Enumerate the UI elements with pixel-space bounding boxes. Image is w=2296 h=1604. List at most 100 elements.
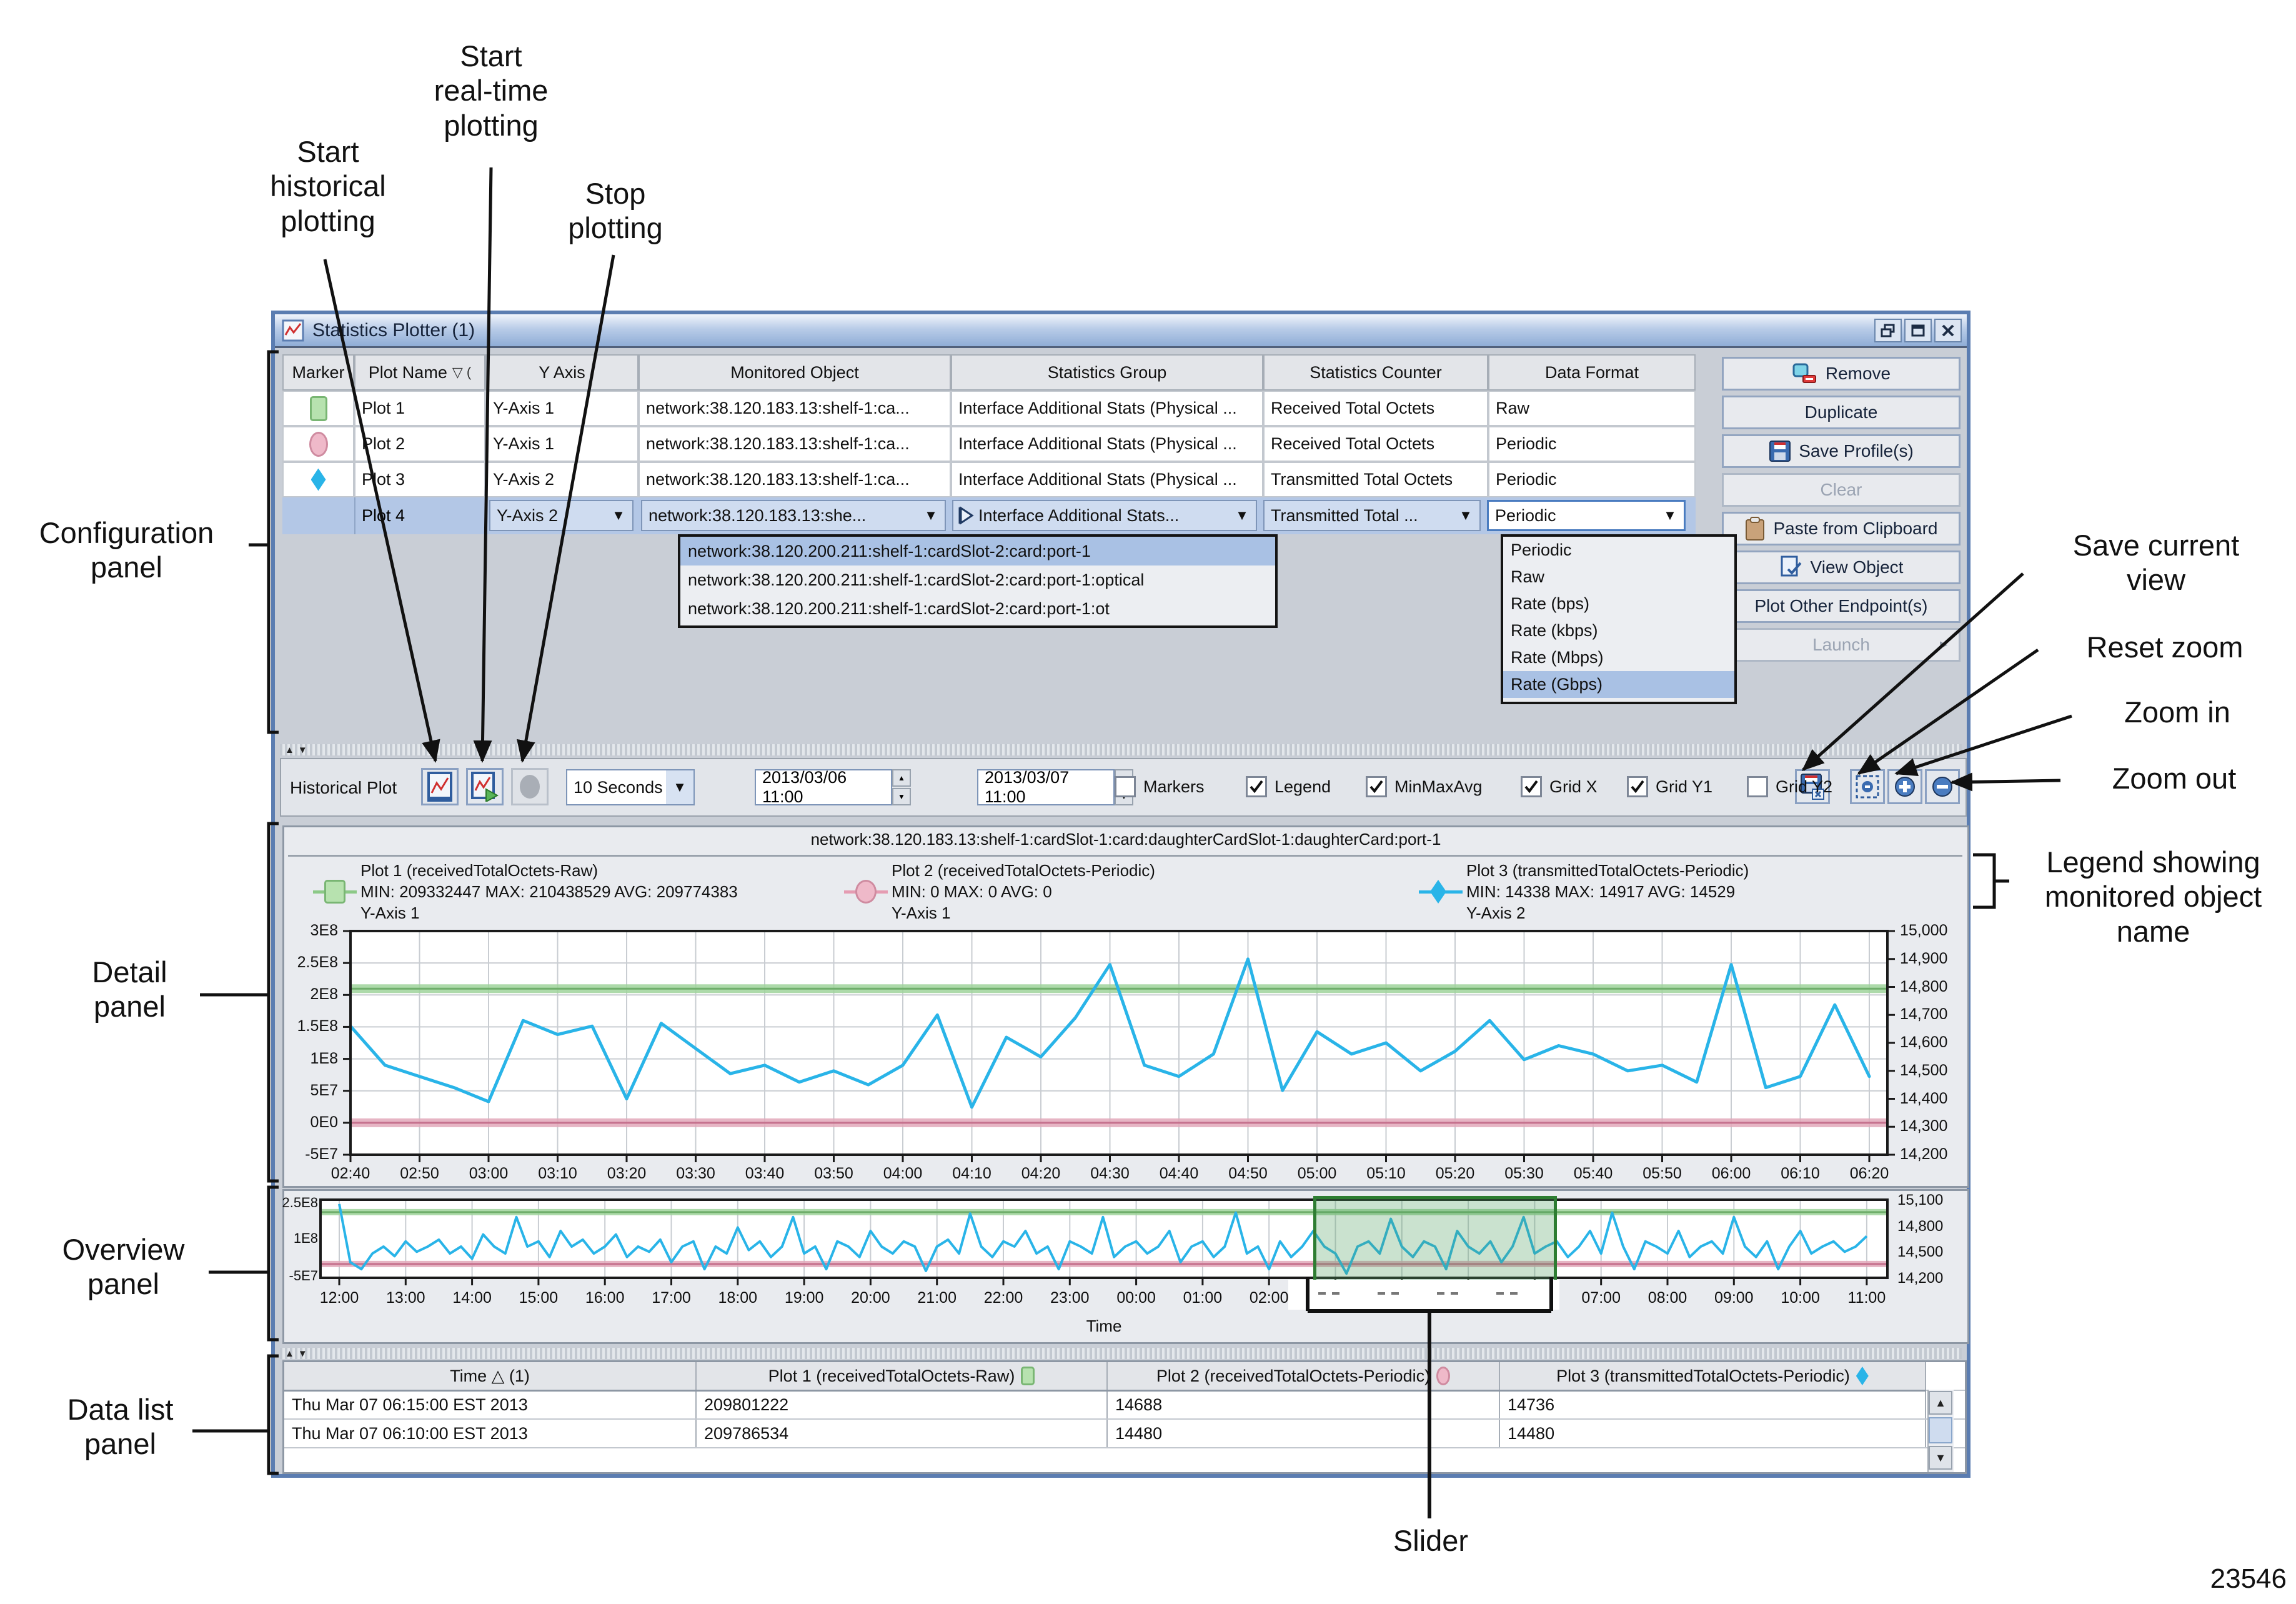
detail-chart[interactable] (343, 930, 1906, 1167)
start-time-field[interactable]: 2013/03/06 11:00 (755, 768, 892, 806)
combo-arrow-icon[interactable]: ▼ (924, 507, 938, 523)
column-header-monitored-object[interactable]: Monitored Object (639, 354, 951, 391)
combo-arrow-icon[interactable]: ▼ (1459, 507, 1473, 523)
column-header-data-format[interactable]: Data Format (1488, 354, 1696, 391)
dropdown-item[interactable]: Raw (1511, 567, 1545, 586)
data-format-select[interactable]: Periodic▼ (1487, 500, 1686, 531)
launch-button: Launch ► (1722, 628, 1961, 662)
combo-arrow-icon[interactable]: ▼ (1663, 507, 1677, 523)
checkbox-box[interactable] (1747, 776, 1768, 797)
checkbox-grid-x[interactable]: Grid X (1521, 774, 1598, 799)
window-close-icon[interactable] (1934, 319, 1962, 342)
overview-chart[interactable] (319, 1198, 1889, 1288)
zoom-out-button[interactable] (1925, 769, 1960, 804)
dropdown-item[interactable]: Periodic (1511, 540, 1572, 559)
splitter-overview[interactable]: ▲ ▼ (280, 1348, 1962, 1359)
column-header-statistics-group[interactable]: Statistics Group (951, 354, 1263, 391)
scroll-up-button[interactable]: ▲ (1929, 1391, 1952, 1415)
data-list-column-header[interactable]: Time △ (1) (284, 1362, 697, 1390)
column-header-y-axis[interactable]: Y Axis (485, 354, 639, 391)
duplicate-button[interactable]: Duplicate (1722, 396, 1961, 429)
title-bar[interactable]: Statistics Plotter (1) (275, 314, 1967, 348)
checkbox-grid-y2[interactable]: Grid Y2 (1747, 774, 1832, 799)
window-maximize-icon[interactable] (1904, 319, 1932, 342)
y-right-tick: 14,800 (1897, 1217, 1944, 1235)
plot-other-endpoint-s--button[interactable]: Plot Other Endpoint(s) (1722, 589, 1961, 623)
statistics-counter-select[interactable]: Transmitted Total ...▼ (1263, 500, 1481, 531)
checkbox-grid-y1[interactable]: Grid Y1 (1627, 774, 1712, 799)
reset-zoom-button[interactable] (1850, 769, 1885, 804)
launch-arrow-icon: ► (1937, 637, 1950, 652)
checkbox-legend[interactable]: Legend (1246, 774, 1331, 799)
start-historical-plot-button[interactable] (421, 768, 459, 805)
x-tick: 20:00 (851, 1289, 890, 1307)
cell: Received Total Octets (1263, 426, 1488, 462)
y-left-tick: -5E7 (305, 1145, 338, 1163)
x-tick: 07:00 (1581, 1289, 1621, 1307)
monitored-object-select[interactable]: network:38.120.183.13:she...▼ (641, 500, 946, 531)
dropdown-item[interactable]: Rate (bps) (1511, 594, 1590, 613)
slider-window[interactable] (1313, 1196, 1557, 1283)
start-realtime-plot-button[interactable] (466, 768, 504, 805)
data-list-column-header[interactable]: Plot 1 (receivedTotalOctets-Raw) (697, 1362, 1108, 1390)
paste-from-clipboard-button[interactable]: Paste from Clipboard (1722, 512, 1961, 545)
legend-marker (1419, 880, 1463, 905)
splitter-down-icon[interactable]: ▼ (297, 744, 307, 755)
legend-marker (844, 880, 888, 905)
x-tick: 03:30 (676, 1165, 715, 1182)
data-list-column-header[interactable]: Plot 2 (receivedTotalOctets-Periodic) (1108, 1362, 1500, 1390)
dropdown-item[interactable]: Rate (kbps) (1511, 621, 1598, 640)
x-tick: 05:30 (1504, 1165, 1544, 1182)
data-list-cell: Thu Mar 07 06:15:00 EST 2013 (284, 1391, 697, 1418)
splitter-config[interactable]: ▲ ▼ (280, 744, 1962, 755)
remove-button[interactable]: Remove (1722, 357, 1961, 391)
view-object-button[interactable]: View Object (1722, 550, 1961, 584)
column-header-marker[interactable]: Marker (282, 354, 354, 391)
dropdown-item[interactable]: Rate (Gbps) (1503, 671, 1734, 698)
y-right-tick: 14,500 (1900, 1061, 1948, 1079)
interval-select[interactable]: 10 Seconds ▼ (566, 769, 695, 805)
zoom-in-button[interactable] (1887, 769, 1922, 804)
statistics-group-select[interactable]: Interface Additional Stats...▼ (952, 500, 1257, 531)
combo-arrow-icon[interactable]: ▼ (612, 507, 625, 523)
scroll-down-button[interactable]: ▼ (1929, 1446, 1952, 1470)
column-header-statistics-counter[interactable]: Statistics Counter (1263, 354, 1488, 391)
splitter-down-icon[interactable]: ▼ (297, 1348, 307, 1359)
sort-indicator-icon[interactable]: ▽ ( (452, 364, 472, 380)
save-profile-s--button[interactable]: Save Profile(s) (1722, 434, 1961, 468)
scrollbar-thumb[interactable] (1929, 1417, 1952, 1443)
combo-arrow-icon[interactable]: ▼ (1235, 507, 1249, 523)
dropdown-item[interactable]: network:38.120.200.211:shelf-1:cardSlot-… (680, 537, 1275, 565)
checkbox-markers[interactable]: Markers (1115, 774, 1205, 799)
checkbox-box[interactable] (1627, 776, 1648, 797)
checkbox-box[interactable] (1246, 776, 1267, 797)
checkbox-box[interactable] (1366, 776, 1387, 797)
end-time-field[interactable]: 2013/03/07 11:00 (977, 768, 1115, 806)
y-axis-select[interactable]: Y-Axis 2▼ (489, 500, 634, 531)
checkbox-box[interactable] (1115, 776, 1136, 797)
start-time-spinner[interactable]: ▲ ▼ (892, 769, 911, 805)
dropdown-item[interactable]: Rate (Mbps) (1511, 648, 1604, 667)
checkbox-label: Grid Y2 (1776, 777, 1833, 796)
dropdown-item[interactable]: network:38.120.200.211:shelf-1:cardSlot-… (688, 570, 1145, 589)
stop-plot-button[interactable] (511, 768, 549, 805)
column-header-plot-name[interactable]: Plot Name▽ ( (354, 354, 485, 391)
data-list-cell: 209786534 (697, 1420, 1108, 1447)
checkbox-box[interactable] (1521, 776, 1542, 797)
data-list-column-header[interactable]: Plot 3 (transmittedTotalOctets-Periodic) (1500, 1362, 1926, 1390)
dropdown-item[interactable]: network:38.120.200.211:shelf-1:cardSlot-… (688, 599, 1110, 618)
window-restore-icon[interactable] (1874, 319, 1902, 342)
button-label: Launch (1812, 635, 1870, 654)
splitter-up-icon[interactable]: ▲ (285, 1348, 294, 1359)
interval-arrow-icon[interactable]: ▼ (666, 770, 693, 804)
splitter-up-icon[interactable]: ▲ (285, 744, 294, 755)
checkbox-minmaxavg[interactable]: MinMaxAvg (1366, 774, 1483, 799)
